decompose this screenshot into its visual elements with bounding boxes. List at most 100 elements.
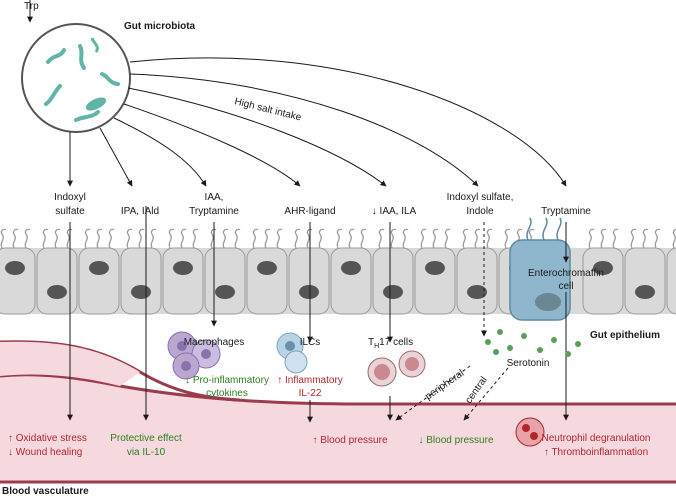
cell-nucleus xyxy=(383,285,403,299)
cell-nucleus xyxy=(257,261,277,275)
epithelial-cell xyxy=(330,247,372,315)
cell-nucleus xyxy=(5,261,25,275)
microvillus xyxy=(96,228,103,249)
high-salt-label: High salt intake xyxy=(233,96,302,123)
microvillus xyxy=(222,228,229,249)
ilcs-label: ILCs xyxy=(300,337,321,348)
microvillus xyxy=(642,228,649,249)
microvillus xyxy=(24,228,31,249)
cell-nucleus xyxy=(425,261,445,275)
epithelial-cell xyxy=(288,247,330,315)
microvillus xyxy=(108,228,115,249)
microvillus xyxy=(654,228,661,249)
pro-inflammatory-label-1: ↓ Pro-inflammatory xyxy=(185,375,269,386)
serotonin-label: Serotonin xyxy=(507,358,550,369)
microvillus xyxy=(600,228,607,249)
neutrophil-label: Neutrophil degranulation xyxy=(542,433,651,444)
bp-down-label: ↓ Blood pressure xyxy=(418,435,493,446)
microvillus xyxy=(504,228,511,249)
microvillus xyxy=(630,228,637,249)
microvillus xyxy=(486,228,493,249)
epithelial-cell xyxy=(0,247,36,315)
microvillus xyxy=(294,228,301,249)
microvillus xyxy=(336,228,343,249)
ahr-label: AHR-ligand xyxy=(284,206,335,217)
microvillus xyxy=(318,228,325,249)
cell-nucleus xyxy=(173,261,193,275)
wound-healing-label: ↓ Wound healing xyxy=(8,447,82,458)
microvillus xyxy=(12,228,19,249)
cell-nucleus xyxy=(593,261,613,275)
th17-cells xyxy=(367,350,426,387)
central-label: central xyxy=(463,375,489,406)
cell-nucleus xyxy=(341,261,361,275)
microbiota-arrows xyxy=(27,0,567,187)
microvillus xyxy=(0,228,7,249)
microvillus xyxy=(54,228,61,249)
bp-up-label: ↑ Blood pressure xyxy=(312,435,387,446)
ec-cell-label-2: cell xyxy=(558,281,573,292)
protective-label-2: via IL-10 xyxy=(127,447,166,458)
inflammatory-label-2: IL-22 xyxy=(299,388,322,399)
gut-microbiota-label: Gut microbiota xyxy=(124,21,196,32)
epithelial-cell xyxy=(246,247,288,315)
pro-inflammatory-label-2: cytokines xyxy=(206,388,248,399)
microvillus xyxy=(276,228,283,249)
microvillus xyxy=(378,228,385,249)
macrophages-cluster xyxy=(167,331,221,380)
microvillus xyxy=(444,228,451,249)
serotonin-granules xyxy=(485,329,581,357)
microvillus xyxy=(420,228,427,249)
blood-vasculature-label: Blood vasculature xyxy=(2,486,89,497)
blood-vessel xyxy=(0,340,676,484)
microvillus xyxy=(234,228,241,249)
epithelial-cell xyxy=(582,247,624,315)
microvillus xyxy=(138,228,145,249)
microvillus xyxy=(252,228,259,249)
oxidative-stress-label: ↑ Oxidative stress xyxy=(8,433,87,444)
th17-label: TH17 cells xyxy=(368,337,413,350)
thrombo-label: ↑ Thromboinflammation xyxy=(544,447,648,458)
indoxyl-indole-label-2: Indole xyxy=(466,206,494,217)
indoxyl-label-2: sulfate xyxy=(55,206,85,217)
ilc-cells xyxy=(276,332,308,374)
cell-nucleus xyxy=(131,285,151,299)
microvillus xyxy=(192,228,199,249)
ec-cell-label-1: Enterochromaffin xyxy=(528,268,604,279)
enterochromaffin-cell xyxy=(509,217,571,321)
microvillus xyxy=(150,228,157,249)
epithelial-cell xyxy=(162,247,204,315)
pathway-lines xyxy=(67,206,569,423)
microvillus xyxy=(126,228,133,249)
epithelial-cell xyxy=(456,247,498,315)
microvillus xyxy=(402,228,409,249)
microvillus xyxy=(264,228,271,249)
epithelial-cell xyxy=(624,247,666,315)
epithelial-cell xyxy=(372,247,414,315)
epithelial-cell xyxy=(120,247,162,315)
epithelial-cell xyxy=(204,247,246,315)
microvillus xyxy=(42,228,49,249)
microvillus xyxy=(462,228,469,249)
cell-nucleus xyxy=(467,285,487,299)
epithelial-cell xyxy=(666,247,676,315)
epithelial-cell xyxy=(414,247,456,315)
cell-nucleus xyxy=(299,285,319,299)
microvillus xyxy=(360,228,367,249)
microvillus xyxy=(432,228,439,249)
ipa-label: IPA, IAld xyxy=(121,206,159,217)
gut-epithelium-label: Gut epithelium xyxy=(590,330,660,341)
iaa-label-1: IAA, xyxy=(205,192,224,203)
epithelial-cell xyxy=(78,247,120,315)
cell-nucleus xyxy=(47,285,67,299)
epithelial-cell xyxy=(36,247,78,315)
microvillus xyxy=(390,228,397,249)
tryptamine-label: Tryptamine xyxy=(541,206,591,217)
microvilli xyxy=(0,228,676,249)
trp-label: Trp xyxy=(24,1,39,12)
cell-nucleus xyxy=(635,285,655,299)
protective-label-1: Protective effect xyxy=(110,433,182,444)
peripheral-label: peripheral xyxy=(423,368,466,403)
